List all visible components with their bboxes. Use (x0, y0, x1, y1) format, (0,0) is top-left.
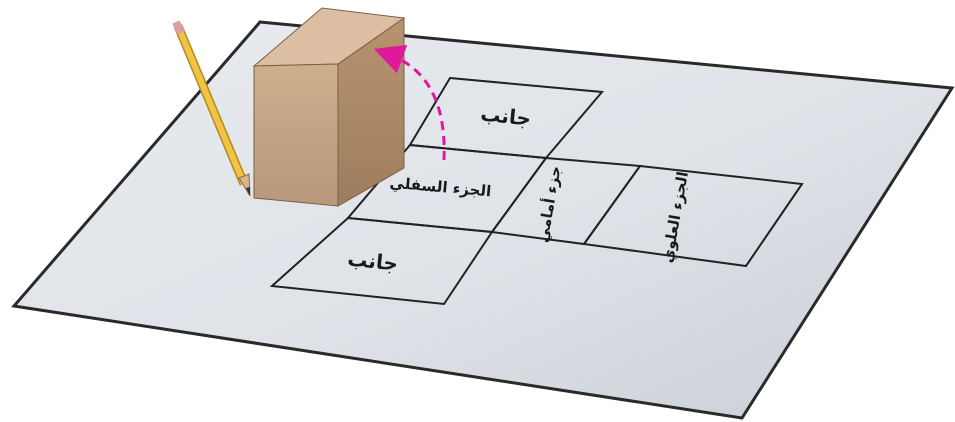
paper-sheet (11, 20, 955, 420)
label-side-top: جانب (479, 101, 532, 130)
pencil (172, 20, 251, 197)
net-face-top (582, 164, 804, 268)
label-side-bottom: جانب (346, 246, 399, 275)
box-net (269, 76, 804, 306)
net-face-side-bottom (269, 216, 494, 306)
box-front-face (253, 63, 339, 207)
fold-arrow (373, 45, 446, 161)
